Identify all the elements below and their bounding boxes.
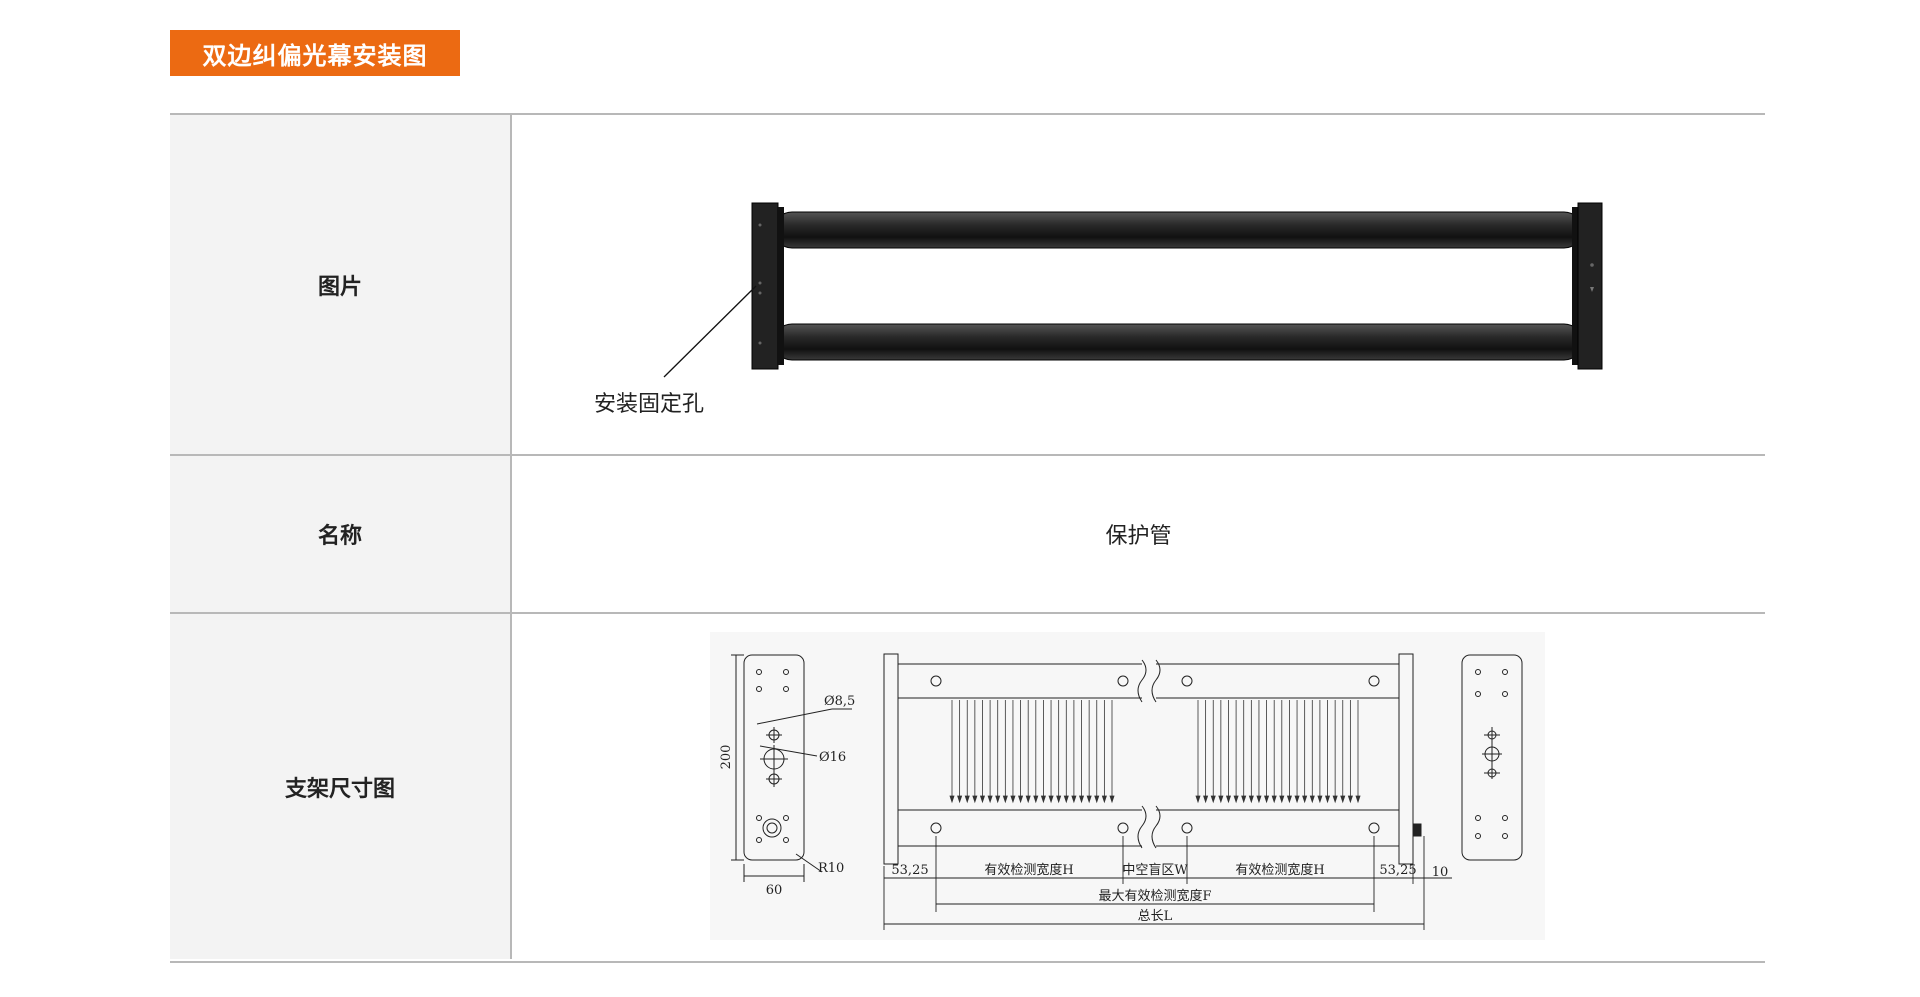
beam-arrow [1203,795,1209,804]
beam-arrow [1063,795,1069,804]
beam-arrow [1033,795,1039,804]
beam-arrow [987,795,993,804]
beam-arrow [1109,795,1115,804]
dim-width-label: 60 [766,883,783,898]
dim-detect-h-right-label: 有效检测宽度H [1235,862,1324,878]
beam-arrow [1002,795,1008,804]
beam-arrow [1271,795,1277,804]
beam-arrow [957,795,963,804]
dim-right-offset-label: 53,25 [1379,863,1416,878]
beam-arrow [1078,795,1085,804]
beam-arrow [1302,795,1308,804]
beam-arrow [1264,795,1270,804]
dim-radius-label: R10 [818,861,844,876]
beam-arrow [972,795,978,804]
name-cell: 保护管 [512,456,1765,612]
row-label-picture: 图片 [170,115,512,454]
beam-arrow [1233,795,1239,804]
beam-arrow [1340,795,1346,804]
beam-arrow [995,795,1001,804]
beam-arrow [1218,795,1224,804]
dim-detect-h-left-label: 有效检测宽度H [984,862,1073,878]
product-name: 保护管 [1105,524,1172,549]
beam-arrow [1101,795,1107,804]
beam-arrow [1071,795,1077,804]
beam-arrow [1010,795,1016,804]
beam-arrow [1355,795,1361,804]
beam-arrow [979,795,986,804]
section-title: 双边纠偏光幕安装图 [170,30,460,76]
beam-arrow [1309,795,1315,804]
beam-arrow [1056,795,1062,804]
beam-arrow [1018,795,1024,804]
beam-arrow [1317,795,1323,804]
spec-table: 图片 [170,113,1765,963]
left-bracket-plate [743,654,805,861]
right-bracket-plate [1461,654,1523,861]
beam-arrow [1241,795,1247,804]
beam-arrow [1094,795,1100,804]
beam-arrow [1294,795,1300,804]
beam-arrow [1324,795,1331,804]
dim-side-label: 10 [1432,865,1449,880]
row-name: 名称 保护管 [170,456,1765,614]
row-picture: 图片 [170,115,1765,456]
protection-tube-photo: 安装固定孔 [594,202,1603,417]
beam-arrow [1086,795,1092,804]
beam-arrow [1025,795,1031,804]
beam-arrow [1225,795,1232,804]
beam-arrow [1332,795,1338,804]
top-tube [773,211,1583,249]
row-bracket-drawing: 支架尺寸图 [170,614,1765,959]
beam-arrow [1040,795,1046,804]
dim-hole-large-label: Ø16 [819,750,846,765]
picture-cell: 安装固定孔 [512,115,1765,454]
beam-arrow [949,795,955,804]
drawing-cell: 200 60 Ø8,5 Ø16 R10 53,25 有效检测宽度H 中空盲区W … [512,614,1765,959]
beam-arrow [1279,795,1285,804]
beam-arrow [1286,795,1292,804]
left-end-plate [751,202,779,370]
beam-arrow [1256,795,1262,804]
beam-arrow [1195,795,1201,804]
beam-arrow [1210,795,1216,804]
dim-left-offset-label: 53,25 [891,863,928,878]
right-end-plate [1572,207,1578,365]
beam-arrow [1347,795,1353,804]
beam-arrow [1048,795,1054,804]
mounting-hole-callout: 安装固定孔 [594,392,704,417]
dim-height-label: 200 [719,745,734,770]
dim-max-detect-label: 最大有效检测宽度F [1098,888,1211,904]
row-label-name: 名称 [170,456,512,612]
row-label-bracket-drawing: 支架尺寸图 [170,614,512,959]
bottom-tube [773,323,1583,361]
dim-total-label: 总长L [1138,909,1173,924]
beam-arrow [1248,795,1254,804]
light-curtain-body [883,653,1422,865]
bracket-dimension-drawing: 200 60 Ø8,5 Ø16 R10 53,25 有效检测宽度H 中空盲区W … [710,632,1545,940]
dim-hole-small-label: Ø8,5 [824,694,855,709]
dim-center-blind-label: 中空盲区W [1122,862,1188,878]
beam-arrow [964,795,970,804]
